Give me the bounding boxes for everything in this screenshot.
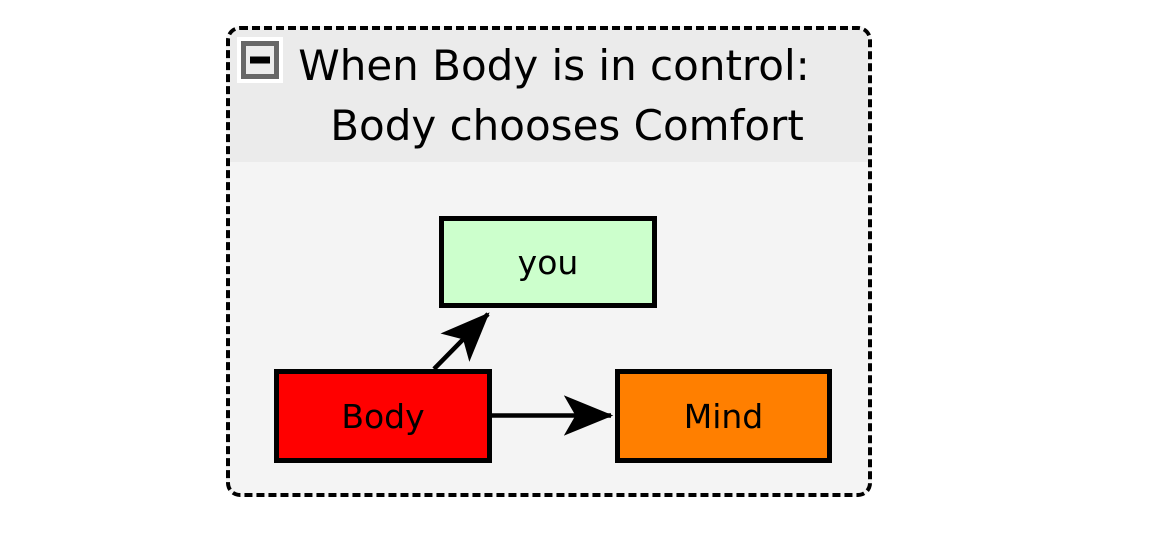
node-you[interactable]: you xyxy=(439,216,657,308)
node-mind-label: Mind xyxy=(683,396,764,436)
edge-body-to-you xyxy=(432,312,490,371)
group-title: When Body is in control: Body chooses Co… xyxy=(240,36,868,156)
group-header xyxy=(230,30,868,162)
minus-icon xyxy=(250,56,270,64)
node-mind[interactable]: Mind xyxy=(615,369,832,463)
group-container[interactable]: When Body is in control: Body chooses Co… xyxy=(226,26,872,497)
node-body-label: Body xyxy=(341,396,425,436)
group-title-line-2: Body chooses Comfort xyxy=(330,101,804,150)
node-you-label: you xyxy=(517,242,579,282)
group-title-line-1: When Body is in control: xyxy=(298,41,810,90)
collapse-toggle-button[interactable] xyxy=(237,37,283,83)
node-body[interactable]: Body xyxy=(274,369,492,463)
collapse-button-inner xyxy=(241,41,279,79)
